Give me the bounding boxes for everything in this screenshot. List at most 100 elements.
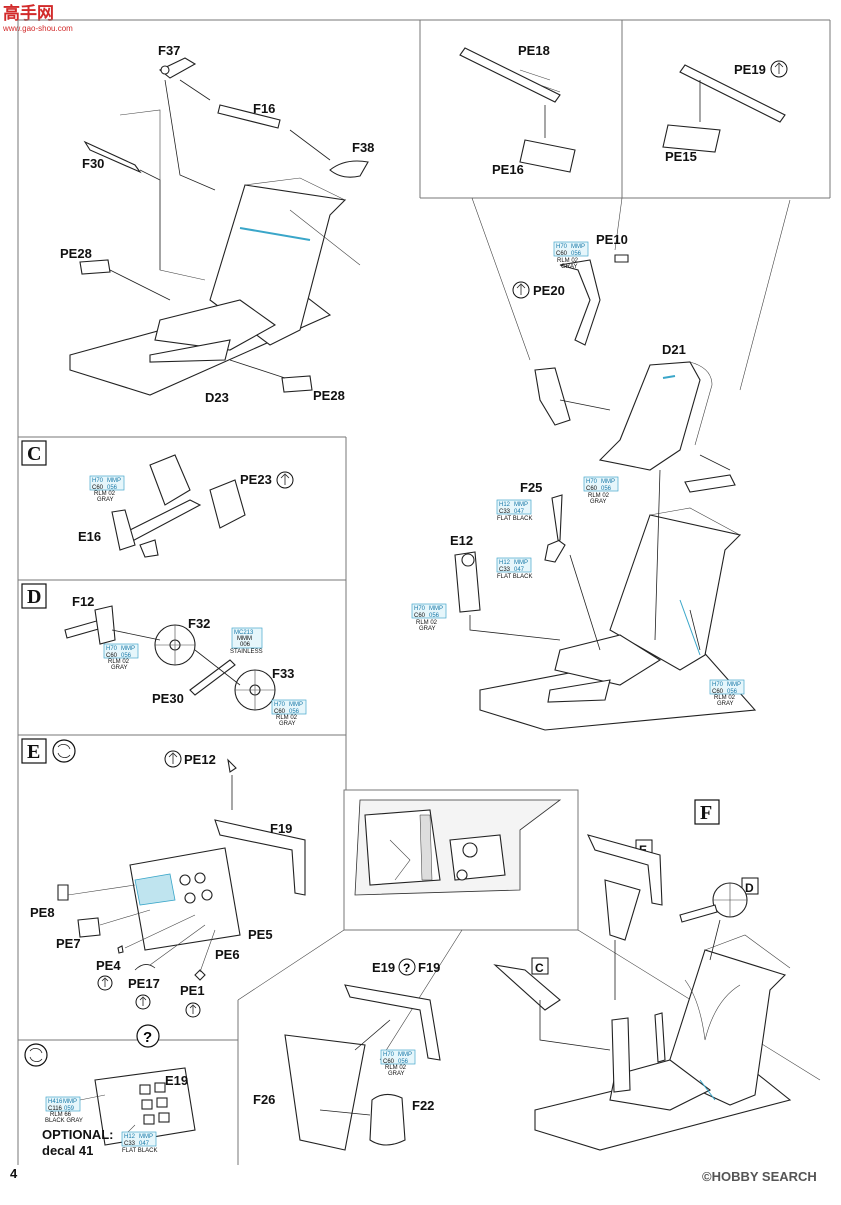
- label-pe10: PE10: [596, 232, 628, 247]
- svg-text:FLAT BLACK: FLAT BLACK: [497, 574, 532, 580]
- svg-text:H70: H70: [106, 646, 118, 652]
- label-f32: F32: [188, 616, 210, 631]
- svg-text:C33: C33: [499, 567, 511, 573]
- label-f22: F22: [412, 1098, 434, 1113]
- part-e12: [454, 551, 481, 613]
- label-pe4: PE4: [96, 958, 121, 973]
- section-e-label: E: [27, 741, 40, 763]
- part-pe23-left: [149, 454, 191, 506]
- svg-text:MMP: MMP: [121, 646, 135, 652]
- label-f38: F38: [352, 140, 374, 155]
- part-d21: [598, 361, 701, 471]
- label-pe8: PE8: [30, 905, 55, 920]
- photo-etch-icon: [185, 1002, 201, 1018]
- part-pe4: [117, 945, 124, 954]
- label-f37: F37: [158, 43, 180, 58]
- label-d21: D21: [662, 342, 686, 357]
- lower-seat-pan: [554, 634, 662, 686]
- label-f33: F33: [272, 666, 294, 681]
- svg-text:047: 047: [514, 567, 525, 573]
- svg-text:FLAT BLACK: FLAT BLACK: [497, 516, 532, 522]
- part-f30: [83, 140, 142, 174]
- svg-text:H12: H12: [499, 560, 511, 566]
- label-f19-lower: F19: [418, 960, 440, 975]
- svg-text:RLM 02: RLM 02: [714, 695, 736, 701]
- svg-text:H70: H70: [712, 682, 724, 688]
- part-pe10: [614, 254, 629, 263]
- label-pe5: PE5: [248, 927, 273, 942]
- label-d23: D23: [205, 390, 229, 405]
- svg-text:MMP: MMP: [63, 1099, 77, 1105]
- svg-text:MMM: MMM: [237, 636, 252, 642]
- svg-text:056: 056: [601, 486, 612, 492]
- paint-callout-floor: H70 MMP C60 056 RLM 02 GRAY: [709, 679, 745, 707]
- label-pe20: PE20: [533, 283, 565, 298]
- rotate-icon: [24, 1043, 48, 1067]
- svg-text:GRAY: GRAY: [590, 499, 607, 505]
- svg-text:GRAY: GRAY: [97, 497, 114, 503]
- svg-text:?: ?: [403, 961, 410, 975]
- svg-text:RLM 02: RLM 02: [588, 493, 610, 499]
- label-f12: F12: [72, 594, 94, 609]
- label-f30: F30: [82, 156, 104, 171]
- svg-text:MC213: MC213: [234, 630, 254, 636]
- svg-text:MMP: MMP: [727, 682, 741, 688]
- label-e19: E19: [372, 960, 395, 975]
- svg-text:STAINLESS: STAINLESS: [230, 649, 263, 655]
- label-pe1: PE1: [180, 983, 205, 998]
- svg-text:MMP: MMP: [571, 244, 585, 250]
- svg-text:006: 006: [240, 642, 251, 648]
- svg-text:H70: H70: [556, 244, 568, 250]
- svg-text:MMP: MMP: [398, 1052, 412, 1058]
- section-f-d-tag: D: [745, 881, 754, 895]
- label-pe12: PE12: [184, 752, 216, 767]
- label-pe19: PE19: [734, 62, 766, 77]
- part-pe7: [77, 917, 101, 938]
- part-f19: [214, 819, 306, 896]
- section-c-label: C: [27, 443, 41, 465]
- question-icon: ?: [398, 958, 416, 976]
- svg-text:C33: C33: [124, 1141, 136, 1147]
- svg-text:056: 056: [121, 653, 132, 659]
- seat-d23-assembly: F37 F16 F38 F30 PE28 PE28 D23: [60, 43, 374, 405]
- site-url: www.gao-shou.com: [2, 24, 73, 33]
- label-e12: E12: [450, 533, 473, 548]
- harness-lower: [534, 367, 571, 426]
- part-f12: [94, 605, 116, 645]
- frames: [17, 19, 831, 1165]
- svg-text:BLACK GRAY: BLACK GRAY: [45, 1118, 83, 1124]
- part-f38: [329, 160, 369, 178]
- svg-text:056: 056: [107, 485, 118, 491]
- svg-text:GRAY: GRAY: [388, 1071, 405, 1077]
- seat-d21-assembly: PE10 PE20 D21 F25 E12: [450, 232, 757, 731]
- svg-text:047: 047: [139, 1141, 150, 1147]
- part-f25: [544, 494, 566, 563]
- label-pe17: PE17: [128, 976, 160, 991]
- svg-text:H70: H70: [383, 1052, 395, 1058]
- harness-box: PE18 PE16 PE19 PE15: [459, 43, 791, 391]
- label-pe18: PE18: [518, 43, 550, 58]
- svg-text:RLM 02: RLM 02: [416, 620, 438, 626]
- svg-text:?: ?: [143, 1029, 152, 1046]
- label-f25: F25: [520, 480, 542, 495]
- photo-etch-icon: [164, 750, 182, 768]
- section-e: E PE12 F19 PE8 PE7 PE5 PE6 PE4: [21, 738, 306, 1018]
- label-pe23: PE23: [240, 472, 272, 487]
- svg-text:056: 056: [398, 1059, 409, 1065]
- svg-text:056: 056: [727, 689, 738, 695]
- svg-text:RLM 02: RLM 02: [385, 1065, 407, 1071]
- part-f22: [369, 1093, 406, 1146]
- svg-text:H12: H12: [124, 1134, 136, 1140]
- svg-text:056: 056: [289, 709, 300, 715]
- part-pe18: [459, 47, 561, 103]
- svg-text:H70: H70: [586, 479, 598, 485]
- svg-text:C60: C60: [92, 485, 104, 491]
- page-number: 4: [10, 1166, 18, 1181]
- label-e19-optional: E19: [165, 1073, 188, 1088]
- svg-text:MMP: MMP: [514, 560, 528, 566]
- section-f-c-tag: C: [535, 961, 544, 975]
- label-pe28-b: PE28: [313, 388, 345, 403]
- part-pe17: [134, 964, 156, 971]
- photo-etch-icon: [770, 60, 788, 78]
- paint-callout-f25-lower: H12 MMP C33 047 FLAT BLACK: [496, 557, 532, 580]
